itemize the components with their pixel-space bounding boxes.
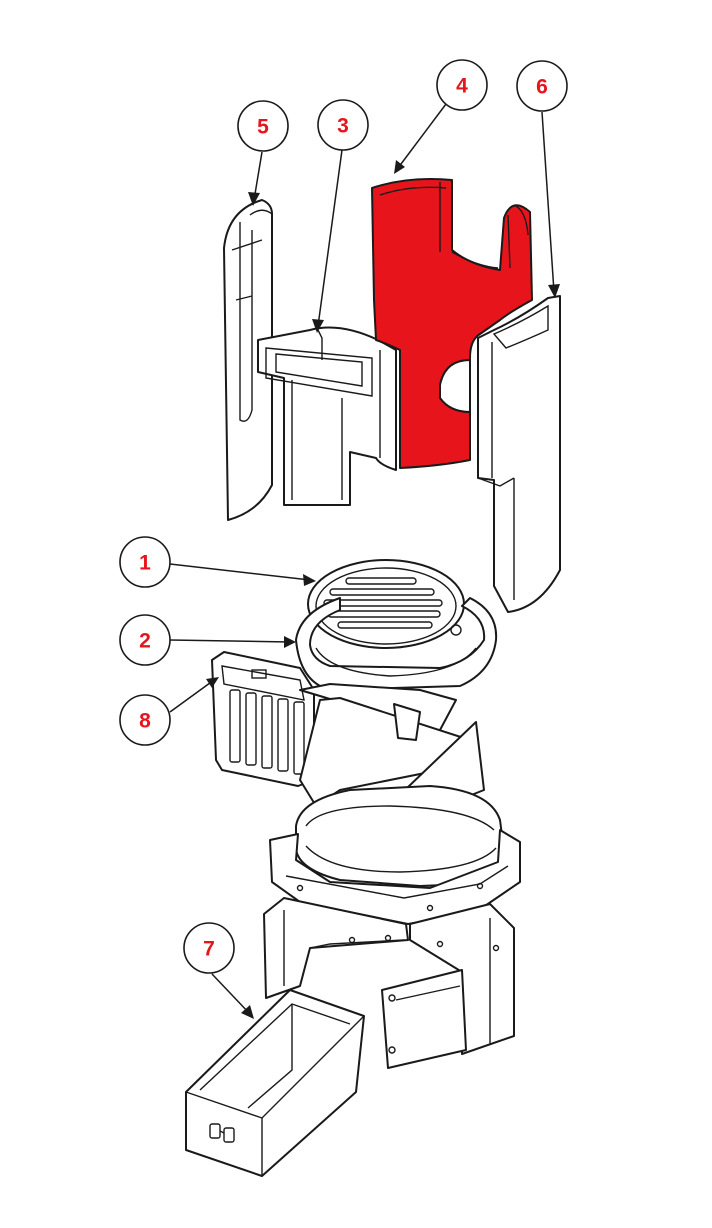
callout-7-label: 7 [203,938,215,961]
arrowhead-8 [206,677,219,688]
part-1-round-grate[interactable] [307,559,465,649]
callout-7: 7 [183,922,235,974]
part-6-right-panel[interactable] [477,295,561,613]
leader-1 [169,563,311,581]
callout-8: 8 [119,694,171,746]
callout-6-label: 6 [536,76,548,99]
part-4-rear-liner-highlighted[interactable] [371,178,533,469]
callout-8-label: 8 [139,710,151,733]
callout-4: 4 [436,59,488,111]
callout-3: 3 [317,99,369,151]
callout-1: 1 [119,536,171,588]
part-2-grate-ring[interactable] [295,597,498,691]
leader-4 [397,103,447,169]
base-support-frame [263,897,515,1069]
leader-5 [253,151,263,201]
arrowhead-1 [303,574,316,586]
leader-lines [169,103,555,1015]
arrowhead-2 [284,636,296,648]
leader-8 [169,679,215,713]
callout-2: 2 [119,614,171,666]
part-8-front-grille[interactable] [211,651,315,787]
callout-4-label: 4 [456,75,468,98]
part-5-left-panel[interactable] [223,199,273,521]
part-3-front-frame[interactable] [257,325,397,506]
arrowhead-3 [312,319,324,333]
callout-5-label: 5 [257,116,269,139]
callout-6: 6 [516,60,568,112]
part-7-ash-drawer[interactable] [185,989,365,1177]
leader-arrowheads [206,160,560,1019]
combustion-chamber-body [269,683,521,925]
arrowhead-5 [248,192,260,206]
leader-3 [317,149,343,327]
leader-7 [211,973,251,1015]
drawer-handle-icon [209,1123,235,1143]
callout-1-label: 1 [139,552,151,575]
leader-2 [169,639,291,643]
callout-3-label: 3 [337,115,349,138]
callout-2-label: 2 [139,630,151,653]
arrowhead-4 [394,160,405,174]
arrowhead-7 [241,1005,254,1019]
arrowhead-6 [548,284,560,298]
callout-5: 5 [237,100,289,152]
leader-6 [541,111,555,293]
